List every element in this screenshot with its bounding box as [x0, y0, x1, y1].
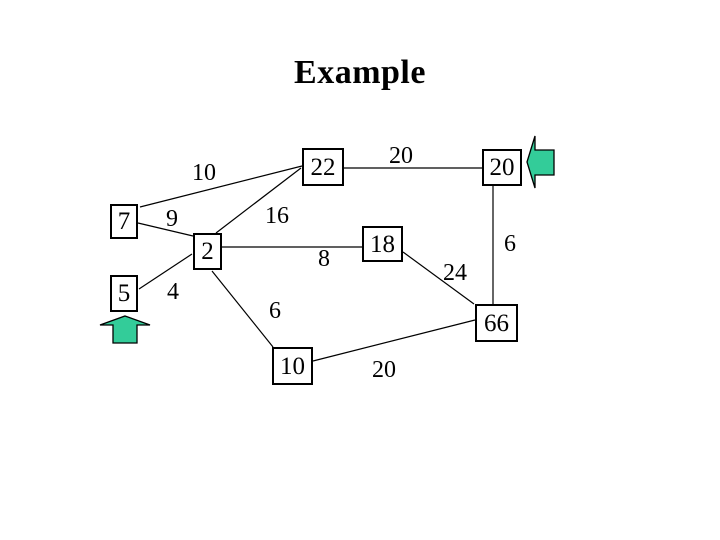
node-5: 5 [110, 275, 138, 312]
slide-title: Example [294, 54, 426, 91]
edge-weight-2-10: 6 [269, 298, 281, 324]
node-7: 7 [110, 204, 138, 239]
edge-weight-18-66: 24 [443, 260, 467, 286]
edge-weight-2-22: 16 [265, 203, 289, 229]
edge-weight-10-66: 20 [372, 357, 396, 383]
left-arrow-icon [526, 135, 555, 189]
node-20: 20 [482, 149, 522, 186]
up-arrow-icon [99, 315, 151, 344]
edge-7-22 [139, 165, 303, 208]
edge-10-66 [312, 319, 476, 362]
edge-7-2 [137, 222, 194, 237]
edge-weight-22-20: 20 [389, 143, 413, 169]
edge-weight-5-2: 4 [167, 279, 179, 305]
edge-18-66 [402, 251, 475, 305]
node-2: 2 [193, 233, 222, 270]
node-10: 10 [272, 347, 313, 385]
edge-2-10 [211, 270, 274, 348]
node-18: 18 [362, 226, 403, 262]
edge-2-22 [215, 167, 302, 234]
node-22: 22 [302, 148, 344, 186]
edge-weight-20-66: 6 [504, 231, 516, 257]
node-66: 66 [475, 304, 518, 342]
edge-weight-7-22: 10 [192, 160, 216, 186]
edge-weight-2-18: 8 [318, 246, 330, 272]
edge-5-2 [138, 253, 193, 290]
edge-weight-7-2: 9 [166, 206, 178, 232]
